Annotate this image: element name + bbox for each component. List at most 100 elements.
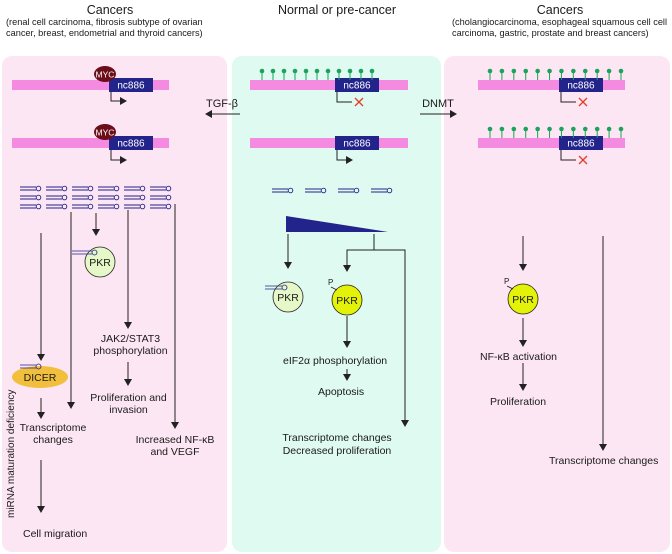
rna-loop [386, 187, 393, 194]
right-proliferation-text: Proliferation [490, 396, 547, 408]
rna-hairpin [124, 195, 140, 200]
rna-loop [320, 187, 327, 194]
right-gene-2 [478, 136, 625, 165]
rna-hairpin [98, 195, 114, 200]
rna-hairpin [272, 188, 288, 193]
rna-loop [113, 203, 120, 210]
left-gene-label-1: nc886 [117, 81, 145, 92]
left-gene-2 [12, 136, 169, 164]
rna-loop [87, 194, 94, 201]
rna-loop [87, 185, 94, 192]
arrow-to-pkr-active [343, 234, 375, 272]
methyl-pin-head [582, 68, 588, 74]
myc-label-1: MYC [96, 70, 115, 80]
methyl-pin-head [511, 68, 517, 74]
arrow-to-middle-transcriptome [374, 249, 409, 427]
methyl-pin-head [582, 126, 588, 132]
pkr-label-right: PKR [512, 294, 534, 306]
mirna-side-label: miRNA maturation deficiency [6, 390, 17, 518]
rna-loop [113, 185, 120, 192]
middle-gene-2 [250, 136, 408, 164]
rna-loop [353, 187, 360, 194]
rna-loop [113, 194, 120, 201]
methyl-pin-head [594, 126, 600, 132]
rna-loop [165, 185, 172, 192]
methyl-pin-head [303, 68, 309, 74]
rna-loop [61, 203, 68, 210]
methyl-pin-head [571, 126, 576, 132]
rna-hairpin [338, 188, 354, 193]
myc-icon-1: MYC [94, 66, 116, 82]
rna-loop [139, 185, 146, 192]
increased-nfkb-text: Increased NF-κB and VEGF [135, 434, 215, 459]
rna-loop [165, 203, 172, 210]
rna-hairpin [46, 186, 62, 191]
right-gene-label-2: nc886 [567, 139, 595, 150]
methyl-pin-head [292, 68, 298, 74]
pkr-active-right: PKR P [504, 277, 539, 315]
methyl-pin-head [618, 126, 624, 132]
right-transcriptome-text: Transcriptome changes [549, 455, 659, 467]
methyl-pin-head [547, 126, 552, 132]
rna-loop [287, 187, 294, 194]
tgf-label: TGF-β [206, 98, 238, 110]
left-transcriptome-text: Transcriptome changes [19, 422, 87, 447]
methyl-pin-head [535, 126, 540, 132]
methyl-pin-head [358, 68, 364, 74]
left-rna-hairpins [20, 185, 172, 210]
methyl-pin-head [606, 126, 612, 132]
rna-loop [35, 185, 42, 192]
rna-loop [61, 194, 68, 201]
middle-gene-label-1: nc886 [343, 81, 371, 92]
methyl-pin-head [314, 68, 320, 74]
pkr-active-middle: PKR P [328, 278, 363, 316]
rna-hairpin [150, 204, 166, 209]
dnmt-label: DNMT [422, 98, 454, 110]
methyl-pin-head [594, 68, 600, 74]
myc-icon-2: MYC [94, 124, 116, 140]
eif2a-text: eIF2α phosphorylation [283, 355, 388, 367]
methyl-pin-head [499, 126, 505, 132]
rna-hairpin [20, 186, 36, 191]
apoptosis-text: Apoptosis [318, 386, 365, 398]
rna-hairpin [72, 195, 88, 200]
left-subtitle: (renal cell carcinoma, fibrosis subtype … [6, 17, 203, 39]
methyl-pin-head [559, 126, 564, 132]
rna-loop [165, 194, 172, 201]
dicer-label: DICER [24, 372, 57, 384]
methyl-pin-head [487, 68, 493, 74]
left-gene-label-2: nc886 [117, 139, 145, 150]
rna-hairpin [20, 195, 36, 200]
rna-hairpin [305, 188, 321, 193]
methyl-pin-head [523, 126, 529, 132]
middle-transcriptome-text: Transcriptome changes [282, 432, 392, 444]
methyl-pin-head [259, 68, 265, 74]
pkr-label-middle-inactive: PKR [277, 292, 299, 304]
rna-hairpin [72, 186, 88, 191]
rna-hairpin [46, 204, 62, 209]
pkr-inactive-left: PKR [72, 246, 116, 278]
methyl-pin-head [523, 68, 529, 74]
rna-hairpin [72, 204, 88, 209]
cell-migration-text: Cell migration [23, 528, 88, 540]
pkr-inactive-middle: PKR [265, 281, 304, 313]
methyl-pin-head [547, 68, 552, 74]
methyl-pin-head [571, 68, 576, 74]
rna-hairpin [150, 186, 166, 191]
methyl-pin-head [336, 68, 342, 74]
rna-hairpin [124, 204, 140, 209]
middle-gene-1 [250, 78, 408, 107]
rna-loop [35, 194, 42, 201]
methyl-pin-head [347, 68, 353, 74]
methyl-pin-head [487, 126, 493, 132]
prolif-invasion-text: Proliferation and invasion [90, 392, 167, 417]
methyl-pin-head [325, 68, 331, 74]
right-gene-1 [478, 78, 625, 107]
right-gene-label-1: nc886 [567, 81, 595, 92]
middle-gene-label-2: nc886 [343, 139, 371, 150]
rna-loop [35, 203, 42, 210]
left-gene-1 [12, 78, 169, 105]
rna-hairpin [20, 204, 36, 209]
rna-loop [139, 203, 146, 210]
